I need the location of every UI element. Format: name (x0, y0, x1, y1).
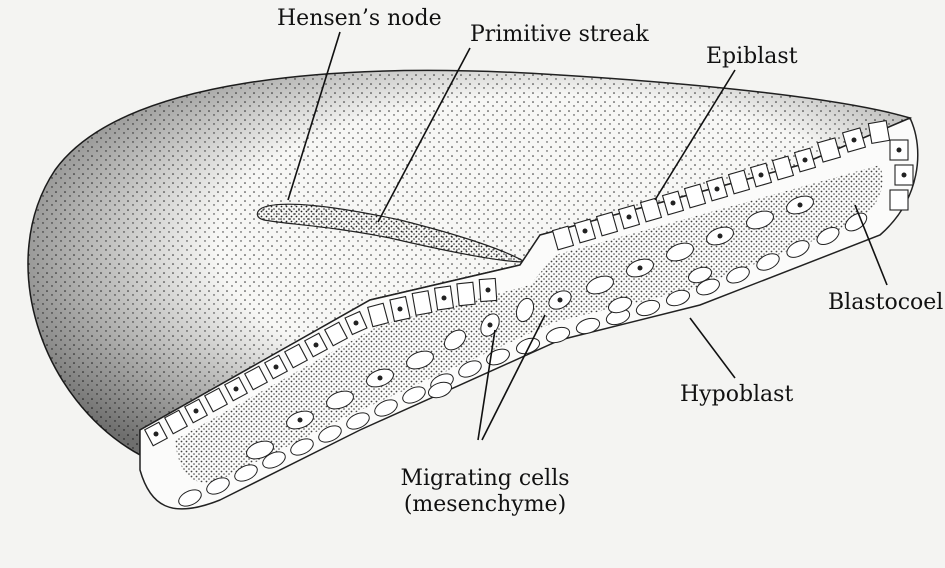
label-primitive-streak: Primitive streak (470, 22, 649, 48)
label-hypoblast: Hypoblast (680, 382, 793, 408)
label-migrating-cells-line1: Migrating cells (395, 466, 575, 492)
label-epiblast: Epiblast (706, 44, 798, 70)
label-blastocoel: Blastocoel (828, 290, 943, 316)
label-migrating-cells: Migrating cells (mesenchyme) (395, 466, 575, 518)
label-hensens-node: Hensen’s node (277, 6, 442, 32)
label-migrating-cells-line2: (mesenchyme) (395, 492, 575, 518)
leader-hypoblast (690, 318, 735, 378)
